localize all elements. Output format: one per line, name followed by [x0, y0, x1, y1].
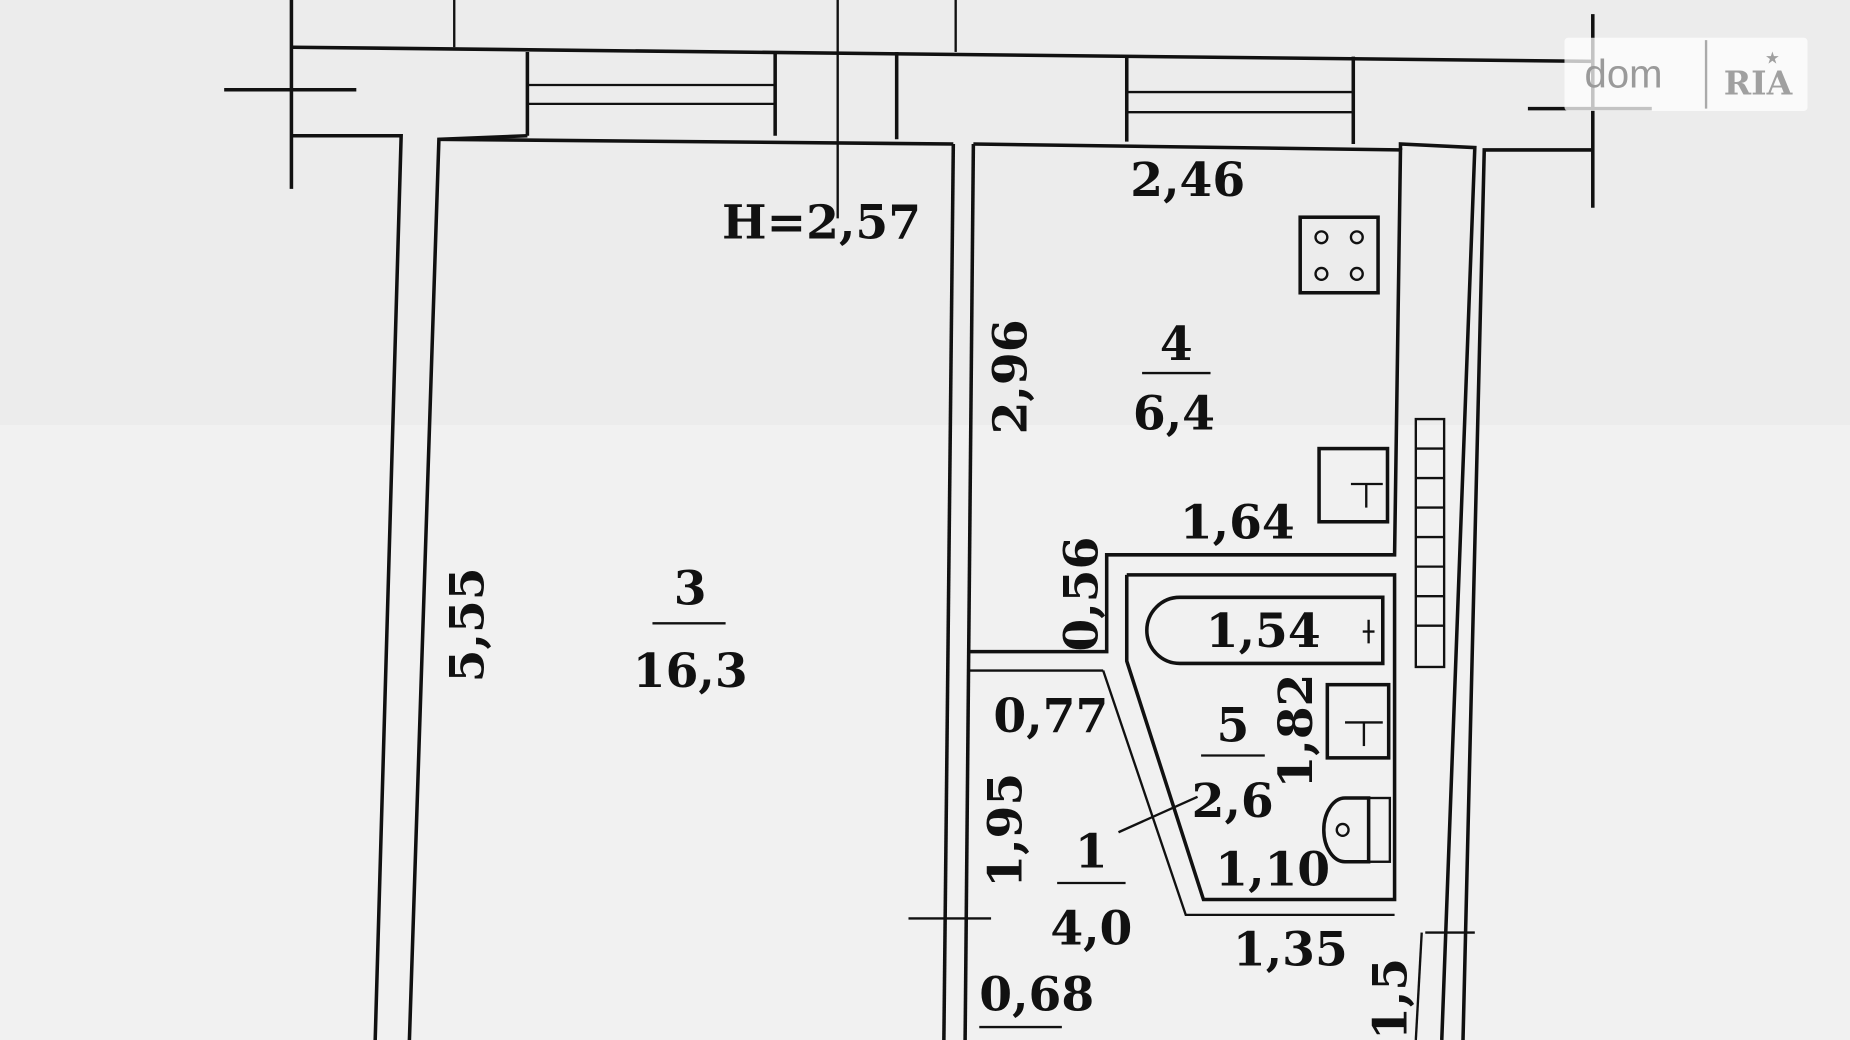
dim-hall-top: 0,77	[993, 689, 1108, 744]
walls	[224, 0, 1652, 1040]
room-1-area: 4,0	[1050, 901, 1132, 956]
dim-entry-width: 0,68	[979, 967, 1094, 1022]
stove-icon	[1298, 215, 1380, 295]
dim-bath-offset: 0,56	[1054, 537, 1109, 652]
dim-kitchen-lower: 1,64	[1180, 495, 1295, 550]
ceiling-height: H=2,57	[722, 195, 921, 250]
dim-hall-length: 1,95	[979, 773, 1034, 888]
dim-bath-bottom: 1,10	[1215, 842, 1330, 897]
room-4-number: 4	[1160, 317, 1193, 372]
dim-room-length: 5,55	[441, 567, 496, 682]
dim-partial-right: 1,5	[1363, 958, 1418, 1040]
dim-bath-length: 1,82	[1269, 674, 1324, 789]
room-5-area: 2,6	[1192, 774, 1274, 829]
domria-logo: dom RIA ★	[1564, 37, 1808, 111]
window-left	[525, 51, 777, 136]
toilet-icon	[1322, 796, 1392, 864]
logo-text: dom	[1585, 51, 1663, 96]
room-3-area: 16,3	[633, 644, 748, 699]
window-right	[1124, 56, 1356, 145]
paper-lower	[0, 424, 1850, 1040]
room-1-number: 1	[1075, 825, 1108, 880]
room-5-number: 5	[1217, 698, 1250, 753]
ventilation-shaft-icon	[1414, 417, 1446, 669]
room-5-leader-line	[1118, 795, 1199, 834]
logo-brand: RIA	[1724, 63, 1793, 102]
sink-icon	[1317, 446, 1390, 524]
dim-kitchen-width: 2,46	[1130, 153, 1245, 208]
bathtub-icon	[1145, 595, 1385, 666]
dim-kitchen-length: 2,96	[983, 319, 1038, 434]
dim-bathtub: 1,54	[1206, 604, 1321, 659]
room-3-number: 3	[674, 561, 707, 616]
washbasin-icon	[1325, 682, 1391, 760]
labels: H=2,57 2,46 4 6,4 2,96 1,64 0,56 1,54 3 …	[441, 153, 1419, 1040]
room-4-area: 6,4	[1133, 387, 1215, 442]
dim-hall-bottom: 1,35	[1233, 923, 1348, 978]
logo-star-icon: ★	[1765, 49, 1780, 68]
